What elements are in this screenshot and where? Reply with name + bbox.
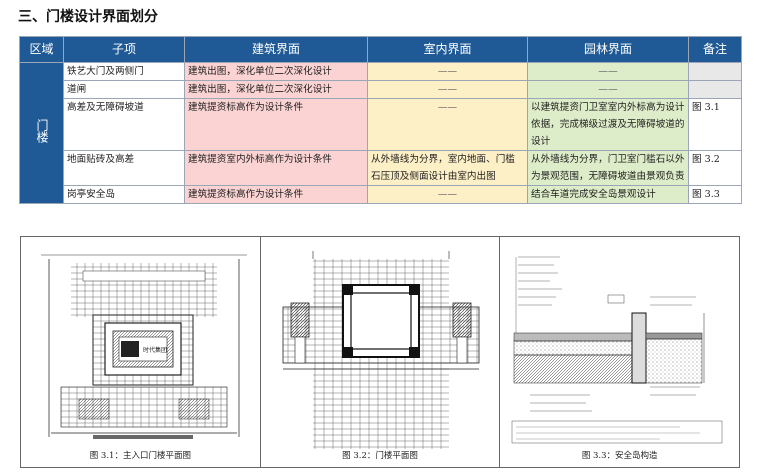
table-row: 地面贴砖及高差 建筑提资室内外标高作为设计条件 从外墙线为分界，室内地面、门槛石… [20, 150, 742, 186]
item-cell: 地面贴砖及高差 [63, 150, 185, 186]
header-landscape: 园林界面 [527, 36, 689, 63]
item-cell: 铁艺大门及两侧门 [63, 62, 185, 81]
note-cell: 图 3.1 [688, 98, 742, 151]
plan-label: 时代集团 [143, 346, 167, 354]
interior-cell: —— [437, 84, 458, 95]
header-note: 备注 [688, 36, 742, 63]
note-cell: 图 3.3 [688, 185, 742, 204]
island-section-drawing [512, 256, 723, 444]
interior-cell: —— [437, 66, 458, 77]
arch-cell: 建筑出图，深化单位二次深化设计 [184, 80, 368, 99]
interior-cell: —— [437, 102, 458, 113]
figure-caption: 图 3.1：主入口门楼平面图 [89, 451, 191, 461]
arch-cell: 建筑提资标高作为设计条件 [184, 98, 368, 151]
header-interior: 室内界面 [367, 36, 528, 63]
figure-island-section: 图 3.3：安全岛构造 [500, 237, 740, 467]
table-row: 高差及无障碍坡道 建筑提资标高作为设计条件 —— 以建筑提资门卫室室内外标高为设… [20, 98, 742, 151]
garden-cell: 以建筑提资门卫室室内外标高为设计依据，完成梯级过渡及无障碍坡道的设计 [527, 98, 689, 151]
note-cell [688, 62, 742, 81]
arch-cell: 建筑提资室内外标高作为设计条件 [184, 150, 368, 186]
item-cell: 岗亭安全岛 [63, 185, 185, 204]
item-cell: 道闸 [63, 80, 185, 99]
header-area: 区域 [19, 36, 64, 63]
figure-caption: 图 3.3：安全岛构造 [581, 451, 658, 461]
note-cell [688, 80, 742, 99]
gatehouse-plan-drawing [282, 251, 480, 449]
header-item: 子项 [63, 36, 185, 63]
figure-caption: 图 3.2：门楼平面图 [342, 451, 418, 461]
area-label: 门楼 [35, 119, 49, 143]
section-title: 三、门楼设计界面划分 [18, 9, 158, 25]
table-row: 门楼 铁艺大门及两侧门 建筑出图，深化单位二次深化设计 —— —— [19, 62, 742, 204]
interior-cell: —— [437, 189, 458, 200]
area-cell: 门楼 [19, 62, 64, 204]
garden-cell: —— [598, 84, 618, 95]
garden-cell: 结合车道完成安全岛景观设计 [527, 185, 689, 204]
note-cell: 图 3.2 [688, 150, 742, 186]
table-header-row: 区域 子项 建筑界面 室内界面 园林界面 备注 [19, 36, 742, 63]
garden-cell: —— [598, 66, 618, 77]
header-architecture: 建筑界面 [184, 36, 368, 63]
figure-gatehouse-plan: 图 3.2：门楼平面图 [260, 237, 501, 467]
figure-entrance-plan: 时代集团 图 3.1：主入口门楼平面图 [21, 237, 261, 467]
figure-strip: 时代集团 图 3.1：主入口门楼平面图 [20, 236, 740, 468]
interior-cell: 从外墙线为分界，室内地面、门槛石压顶及侧面设计由室内出图 [367, 150, 528, 186]
garden-cell: 从外墙线为分界，门卫室门槛石以外为景观范围，无障碍坡道由景观负责 [527, 150, 689, 186]
arch-cell: 建筑出图，深化单位二次深化设计 [184, 62, 368, 81]
item-cell: 高差及无障碍坡道 [63, 98, 185, 151]
entrance-plan-drawing: 时代集团 [41, 254, 247, 439]
table-row: 道闸 建筑出图，深化单位二次深化设计 —— —— [20, 80, 742, 99]
arch-cell: 建筑提资标高作为设计条件 [184, 185, 368, 204]
table-row: 岗亭安全岛 建筑提资标高作为设计条件 —— 结合车道完成安全岛景观设计 图 3.… [20, 185, 742, 204]
interface-table: 区域 子项 建筑界面 室内界面 园林界面 备注 门楼 铁艺大门及两侧门 建筑出图… [19, 36, 742, 204]
